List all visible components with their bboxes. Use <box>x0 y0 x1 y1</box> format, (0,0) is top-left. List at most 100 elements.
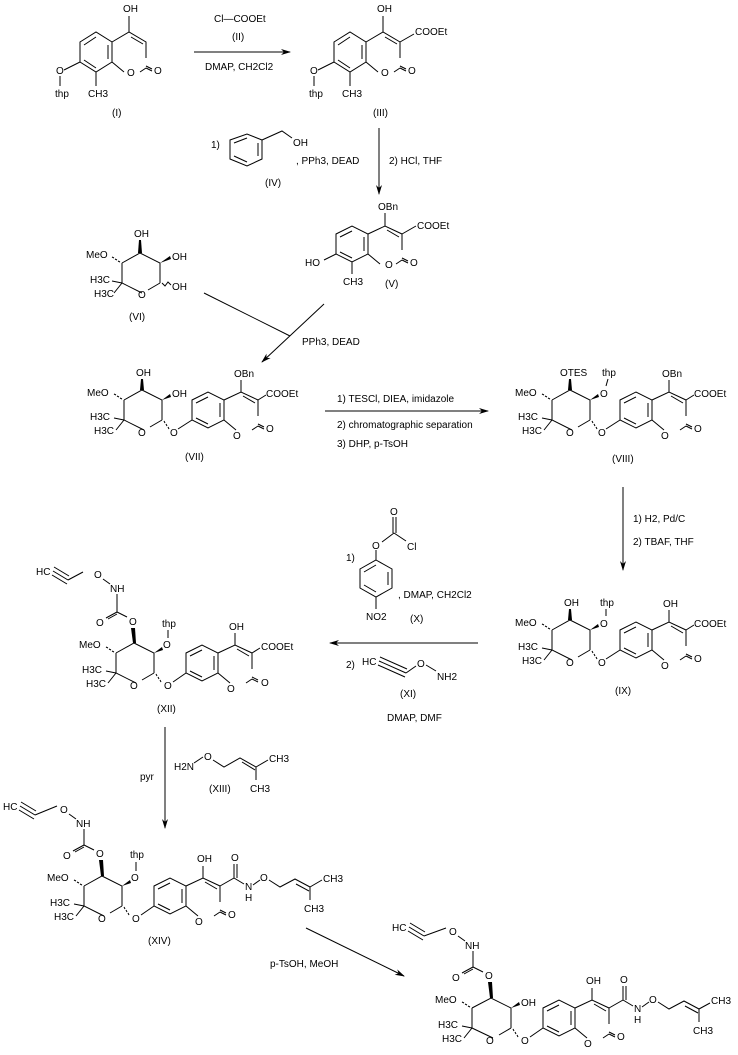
I-o: O <box>56 66 64 77</box>
VIII-thp: thp <box>602 368 616 379</box>
XII-hc: HC <box>36 567 50 578</box>
step6-reagents: , DMAP, CH2Cl2 <box>398 590 472 601</box>
V-ch3: CH3 <box>343 277 363 288</box>
VIII-carbonyl-o: O <box>694 424 702 435</box>
XIII-ch3b: CH3 <box>250 784 270 795</box>
VIII-obn: OBn <box>662 369 682 380</box>
XII-meo: MeO <box>79 640 101 651</box>
step1: Cl—COOEt (II) DMAP, CH2Cl2 <box>194 14 291 73</box>
VIII-ring-o: O <box>566 428 574 439</box>
I-thp: thp <box>55 89 69 100</box>
XII-o1: O <box>94 570 102 581</box>
VII-ester: COOEt <box>266 389 298 400</box>
I-ring-o: O <box>127 68 135 79</box>
compound-III: OH COOEt O O O thp CH3 (III) <box>309 4 447 119</box>
step8-arrow <box>305 927 405 977</box>
compound-IX: OH thp O MeO O O H3C H3C OH COOEt O O (I… <box>515 598 726 697</box>
IX-ring-o: O <box>566 658 574 669</box>
compound-VI: OH OH OH MeO O H3C H3C (VI) <box>86 229 187 323</box>
VIII-c-ring-o: O <box>661 431 669 442</box>
XIV-hc: HC <box>3 802 17 813</box>
step5-line1: 1) H2, Pd/C <box>633 514 685 525</box>
step2-reagents: , PPh3, DEAD <box>296 156 359 167</box>
XIII-ch3a: CH3 <box>269 754 289 765</box>
step8-conditions: p-TsOH, MeOH <box>270 959 338 970</box>
XIV-me1: H3C <box>50 898 70 909</box>
XII-carbonyl-o: O <box>261 678 269 689</box>
final-o1: O <box>449 927 457 938</box>
XII-ring-o: O <box>130 681 138 692</box>
IX-me1: H3C <box>518 642 538 653</box>
step6-prefix: 1) <box>346 553 355 564</box>
III-carbonyl-o: O <box>408 66 416 77</box>
XIV-h: H <box>245 893 252 904</box>
XII-co: O <box>96 618 104 629</box>
III-ch3: CH3 <box>342 89 362 100</box>
XI-hc: HC <box>362 657 376 668</box>
VII-me2: H3C <box>94 426 114 437</box>
XII-oh-top: OH <box>229 622 244 633</box>
V-ring-o: O <box>385 260 393 271</box>
XII-label: (XII) <box>157 704 176 715</box>
VII-ring-o: O <box>138 428 146 439</box>
XIV-n: N <box>245 882 252 893</box>
VII-oh2: OH <box>172 389 187 400</box>
XIV-thp: thp <box>130 850 144 861</box>
IX-thp: thp <box>600 598 614 609</box>
V-carbonyl-o: O <box>410 258 418 269</box>
IX-ester: COOEt <box>694 619 726 630</box>
XIV-oh-top: OH <box>197 854 212 865</box>
XIV-ch3a: CH3 <box>323 874 343 885</box>
V-ester: COOEt <box>417 221 449 232</box>
I-label: (I) <box>112 108 121 119</box>
I-carbonyl-o: O <box>154 66 162 77</box>
III-thp: thp <box>309 89 323 100</box>
XIV-ring-o: O <box>98 914 106 925</box>
X-label: (X) <box>410 614 423 625</box>
X-o-ester: O <box>372 541 380 552</box>
III-ester: COOEt <box>415 27 447 38</box>
XI-o: O <box>417 659 425 670</box>
VIII-thp-o: O <box>600 389 608 400</box>
final-o2: O <box>485 971 493 982</box>
XIV-amide-o: O <box>231 853 239 864</box>
XII-me1: H3C <box>82 665 102 676</box>
III-label: (III) <box>373 108 388 119</box>
III-oh: OH <box>377 4 392 15</box>
X-cl: Cl <box>407 542 416 553</box>
IX-label: (IX) <box>615 686 631 697</box>
step5: 1) H2, Pd/C 2) TBAF, THF <box>620 487 694 571</box>
step4-line1: 1) TESCl, DIEA, imidazole <box>337 394 455 405</box>
IX-thp-o: O <box>600 619 608 630</box>
VIII-me2: H3C <box>522 426 542 437</box>
IV-benzene-ring <box>229 133 263 167</box>
step2: 1) OH , PPh3, DEAD (IV) 2) HCl, THF <box>211 128 442 195</box>
final-o3: O <box>649 995 657 1006</box>
VI-oh1: OH <box>134 229 149 240</box>
XII-thp: thp <box>162 619 176 630</box>
XIV-c-ring-o: O <box>195 917 203 928</box>
VII-me1: H3C <box>90 412 110 423</box>
final-amide-o: O <box>620 975 628 986</box>
VIII-label: (VIII) <box>612 454 634 465</box>
V-obn: OBn <box>378 202 398 213</box>
IV-oh: OH <box>293 138 308 149</box>
VIII-me1: H3C <box>518 412 538 423</box>
IX-oh-top: OH <box>663 599 678 610</box>
XIV-co: O <box>63 851 71 862</box>
final-co: O <box>452 973 460 984</box>
step6-conditions: DMAP, DMF <box>387 713 442 724</box>
X-o-top: O <box>390 507 398 518</box>
XI-label: (XI) <box>400 689 416 700</box>
final-hc: HC <box>392 923 406 934</box>
step7-conditions: pyr <box>140 772 155 783</box>
VIII-meo: MeO <box>515 388 537 399</box>
XII-me2: H3C <box>86 679 106 690</box>
IV-label: (IV) <box>265 178 281 189</box>
final-carbonyl-o: O <box>617 1032 625 1043</box>
VIII-ester: COOEt <box>694 389 726 400</box>
compound-V: OBn COOEt HO O O CH3 (V) <box>305 202 449 290</box>
final-ch3b: CH3 <box>693 1026 713 1037</box>
final-meo: MeO <box>435 995 457 1006</box>
